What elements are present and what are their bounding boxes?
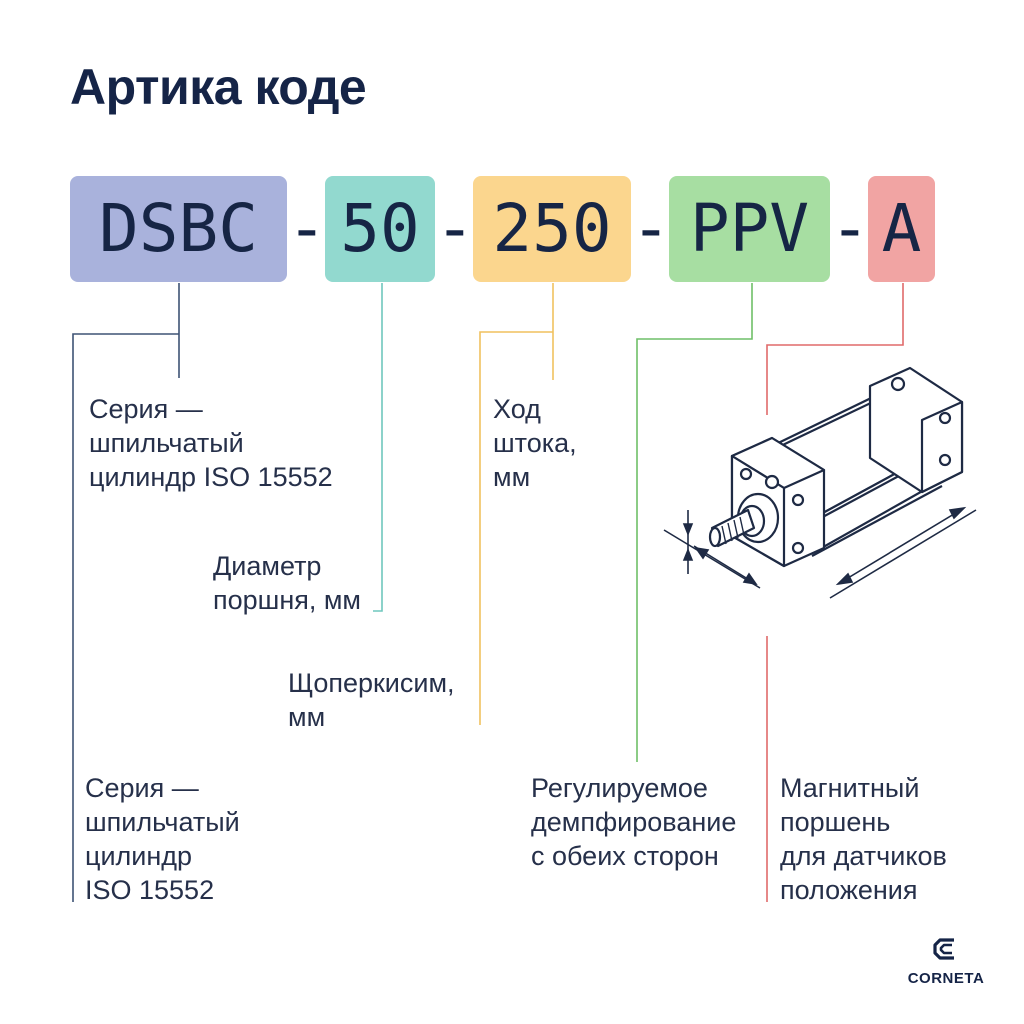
code-segment-damping: PPV xyxy=(669,176,830,282)
code-separator: - xyxy=(830,190,870,267)
page-title: Артика коде xyxy=(70,59,367,115)
label-series-bottom: Серия — шпильчатый цилиндр ISO 15552 xyxy=(85,773,240,905)
code-separator: - xyxy=(631,190,671,267)
logo-name: CORNETA xyxy=(907,970,985,987)
corneta-logo: CORNETA xyxy=(898,934,994,987)
corneta-logo-icon xyxy=(933,938,954,960)
cylinder-illustration-icon xyxy=(663,366,977,599)
label-series-top: Серия — шпильчатый цилиндр ISO 15552 xyxy=(89,394,333,492)
connector-damping xyxy=(636,283,753,762)
code-segment-stroke: 250 xyxy=(473,176,631,282)
label-diameter: Диаметр поршня, мм xyxy=(213,551,361,615)
label-stroke-top: Ход штока, мм xyxy=(493,394,577,492)
code-separator: - xyxy=(287,190,327,267)
code-segment-magnet: A xyxy=(868,176,935,282)
label-stroke-mid: Щоперкисим, мм xyxy=(288,668,455,732)
connector-diameter xyxy=(373,283,383,612)
label-damping: Регулируемое демпфирование с обеих сторо… xyxy=(531,773,737,871)
connector-stroke-mid xyxy=(479,331,553,725)
code-segment-diameter: 50 xyxy=(325,176,435,282)
connector-magnet-top xyxy=(766,283,904,415)
code-segment-series: DSBC xyxy=(70,176,287,282)
label-magnet: Магнитный поршень для датчиков положения xyxy=(780,773,947,905)
code-separator: - xyxy=(435,190,475,267)
connector-series-bottom xyxy=(72,333,179,902)
